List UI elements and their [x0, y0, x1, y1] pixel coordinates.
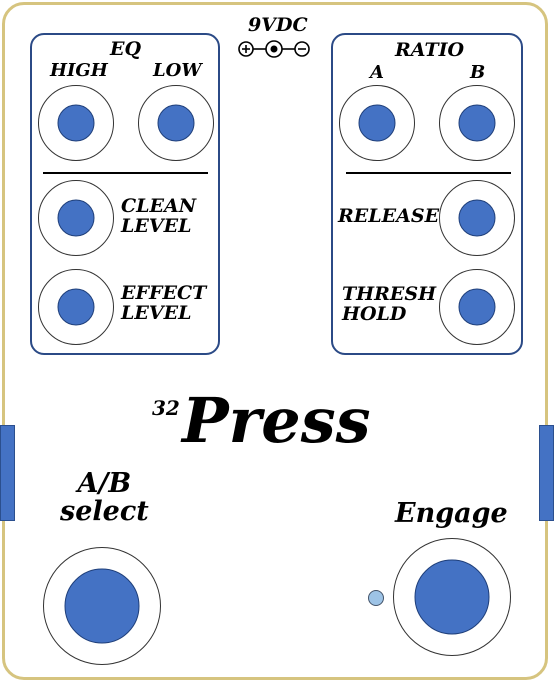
threshold-knob-cap: [458, 288, 496, 326]
brand-name: Press: [182, 384, 371, 457]
output-jack[interactable]: [539, 425, 554, 521]
ratio-a-knob[interactable]: [339, 85, 415, 161]
low-label: LOW: [153, 60, 202, 81]
high-label: HIGH: [50, 60, 108, 81]
low-eq-knob[interactable]: [138, 85, 214, 161]
power-polarity-icon: [238, 40, 310, 58]
input-jack[interactable]: [0, 425, 15, 521]
threshold-label: THRESH HOLD: [342, 283, 437, 325]
ratio-a-label: A: [370, 62, 384, 83]
ratio-b-knob[interactable]: [439, 85, 515, 161]
ab-select-footswitch[interactable]: [43, 547, 161, 665]
effect-level-knob[interactable]: [38, 269, 114, 345]
high-eq-knob[interactable]: [38, 85, 114, 161]
brand-superscript: 32: [152, 396, 180, 420]
eq-title: EQ: [110, 38, 142, 60]
ratio-b-knob-cap: [458, 104, 496, 142]
power-label: 9VDC: [248, 14, 308, 36]
clean-level-knob-cap: [57, 199, 95, 237]
threshold-knob[interactable]: [439, 269, 515, 345]
effect-level-label: EFFECT LEVEL: [121, 282, 207, 324]
ab-select-label: A/B select: [60, 468, 149, 528]
ratio-b-label: B: [470, 62, 486, 83]
ratio-a-knob-cap: [358, 104, 396, 142]
low-eq-knob-cap: [157, 104, 195, 142]
status-led: [368, 590, 384, 606]
engage-footswitch-cap: [414, 559, 490, 635]
ab-select-footswitch-cap: [64, 568, 140, 644]
release-knob-cap: [458, 199, 496, 237]
clean-level-label: CLEAN LEVEL: [121, 195, 197, 237]
engage-footswitch[interactable]: [393, 538, 511, 656]
release-knob[interactable]: [439, 180, 515, 256]
engage-label: Engage: [395, 498, 508, 529]
release-label: RELEASE: [338, 205, 440, 227]
eq-divider: [43, 172, 208, 174]
clean-level-knob[interactable]: [38, 180, 114, 256]
ratio-title: RATIO: [395, 39, 465, 61]
ratio-divider: [346, 172, 511, 174]
effect-level-knob-cap: [57, 288, 95, 326]
high-eq-knob-cap: [57, 104, 95, 142]
